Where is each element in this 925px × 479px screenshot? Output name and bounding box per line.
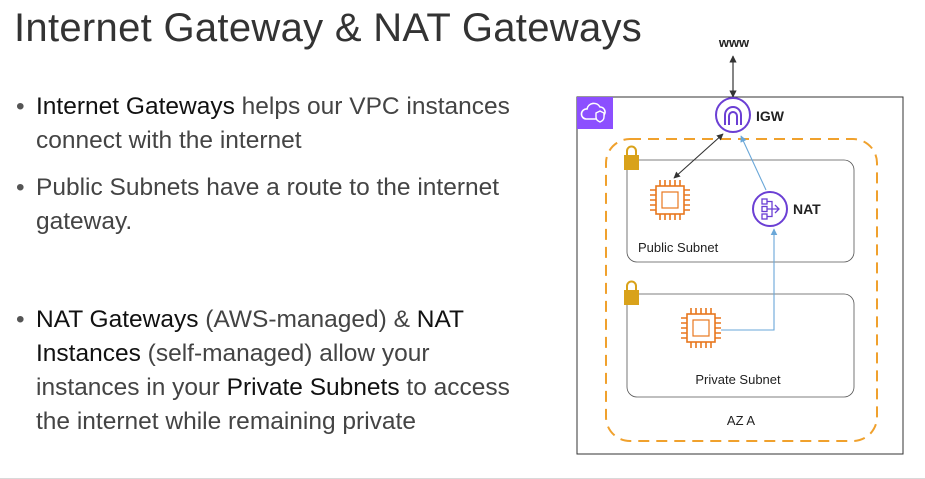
bullet-emphasis: NAT Instances [36, 306, 464, 367]
public-ec2-instance-icon [650, 180, 690, 220]
bullet-text: (self-managed) allow your instances in y… [36, 340, 430, 401]
bullet-internet-gateways: • Internet Gateways helps our VPC instanc… [16, 90, 516, 158]
public-subnet-label: Public Subnet [638, 240, 719, 255]
bullet-public-subnets: • Public Subnets have a route to the inte… [16, 171, 516, 239]
bullet-emphasis: Internet Gateways [36, 93, 235, 120]
private-ec2-instance-icon [681, 308, 721, 348]
bullet-nat-gateways: • NAT Gateways (AWS-managed) & NAT Instan… [16, 303, 516, 439]
nat-label: NAT [793, 201, 821, 217]
igw-label: IGW [756, 108, 785, 124]
public-subnet-lock-icon [624, 145, 639, 170]
www-label: www [718, 35, 750, 50]
bullet-dot: • [16, 93, 25, 120]
bullet-list: • Internet Gateways helps our VPC instanc… [16, 90, 516, 439]
public-subnet-box [626, 159, 855, 263]
az-label: AZ A [727, 413, 756, 428]
bullet-emphasis: NAT Gateways [36, 306, 199, 333]
bullet-dot: • [16, 174, 25, 201]
private-subnet-lock-icon [624, 280, 639, 305]
vpc-box [576, 96, 904, 455]
private-subnet-label: Private Subnet [695, 372, 781, 387]
nat-gateway-icon [752, 191, 788, 227]
bullet-text: (AWS-managed) & [198, 306, 417, 333]
bullet-text: Public Subnets have a route to the inter… [36, 174, 500, 235]
availability-zone-box [605, 138, 878, 442]
bullet-text: helps our VPC instances connect with the… [36, 93, 510, 154]
slide-title: Internet Gateway & NAT Gateways [14, 6, 643, 50]
private-to-nat-arrow [721, 228, 778, 331]
bullet-text: to access the internet while remaining p… [36, 374, 510, 435]
bullet-emphasis: Private Subnets [226, 374, 400, 401]
vpc-icon [577, 97, 613, 129]
bullet-dot: • [16, 306, 25, 333]
private-subnet-box [626, 293, 855, 398]
public-to-igw-arrow [673, 133, 724, 179]
nat-to-igw-arrow [740, 135, 767, 191]
internet-gateway-icon [715, 97, 751, 133]
